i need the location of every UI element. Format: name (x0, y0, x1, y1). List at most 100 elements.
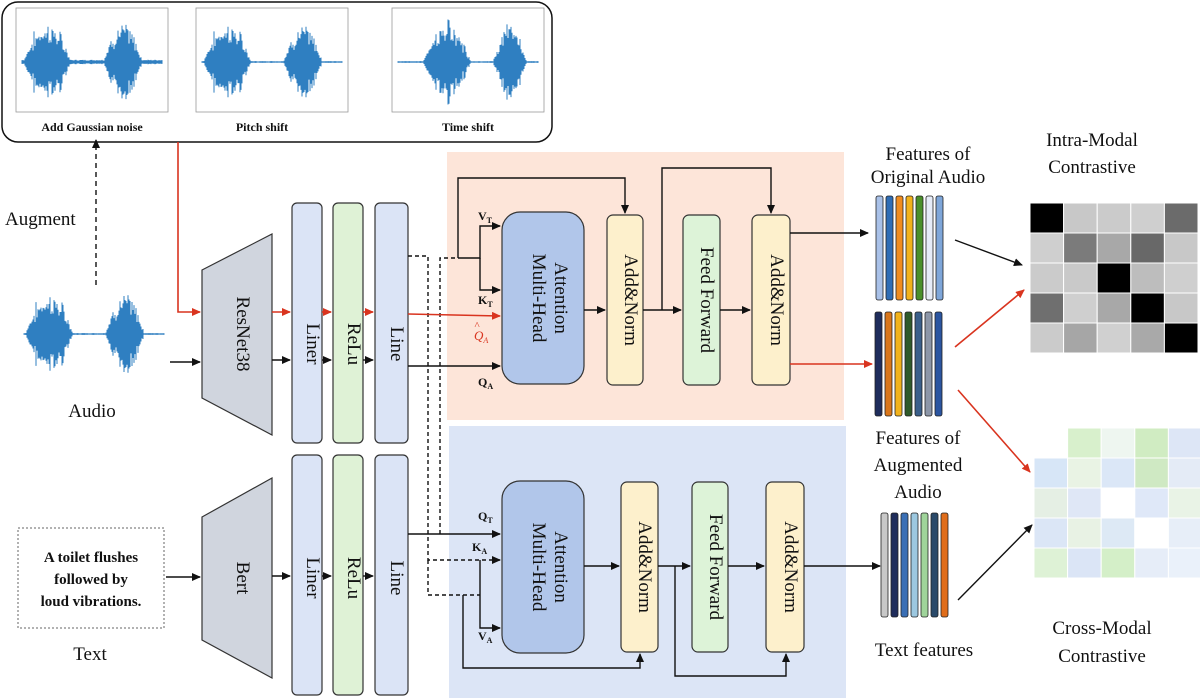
matrix-cell (1100, 427, 1136, 459)
text-relu-layer (332, 454, 364, 696)
qa-label: QA (478, 375, 493, 391)
feature-bar (900, 512, 909, 618)
matrix-cell (1033, 547, 1069, 579)
audio-addnorm-1 (606, 214, 644, 386)
feature-bar (875, 195, 884, 301)
waveform-pitch-shift (201, 26, 343, 98)
augmentation-panel: Add Gaussian noise Pitch shift Time shif… (1, 1, 553, 143)
matrix-cell (1063, 322, 1098, 354)
feature-bar (920, 512, 929, 618)
matrix-cell (1033, 457, 1069, 489)
text-features-label: Text features (875, 640, 973, 661)
matrix-cell (1029, 202, 1065, 234)
matrix-cell (1167, 457, 1200, 489)
audio-multihead-attention (501, 211, 585, 385)
matrix-cell (1100, 457, 1136, 489)
text-line-layer (374, 454, 409, 696)
feature-bar (880, 512, 889, 618)
text-attention-label-2: Attention (550, 531, 571, 603)
text-feature-bars (880, 512, 949, 618)
audio-attention-label-1: Multi-Head (528, 254, 549, 343)
augmented-features-label-2: Augmented (874, 455, 963, 476)
qa-hat-label: QA (474, 328, 488, 345)
matrix-cell (1067, 547, 1102, 579)
vt-label: VT (478, 209, 493, 225)
audio-addnorm-2-label: Add&Norm (766, 254, 787, 346)
label-pitch-shift: Pitch shift (236, 120, 288, 134)
matrix-cell (1100, 547, 1136, 579)
feature-bar (890, 512, 899, 618)
feature-bar (914, 311, 923, 417)
intra-modal-label-2: Contrastive (1048, 157, 1136, 178)
text-relu-label: ReLu (343, 557, 364, 600)
qa-hat-accent: ^ (475, 320, 481, 332)
matrix-cell (1096, 322, 1132, 354)
audio-liner-label: Liner (302, 323, 323, 365)
feature-bar (925, 195, 934, 301)
feature-bar (894, 311, 903, 417)
matrix-cell (1096, 232, 1132, 264)
matrix-cell (1029, 292, 1065, 324)
matrix-cell (1096, 202, 1132, 234)
audio-liner-layer (291, 202, 323, 444)
matrix-cell (1033, 487, 1069, 519)
text-input-line-3: loud vibrations. (41, 594, 142, 610)
audio-relu-label: ReLu (343, 323, 364, 366)
matrix-cell (1067, 457, 1102, 489)
text-feedforward (691, 481, 729, 653)
text-input-box: A toilet flushes followed by loud vibrat… (17, 527, 165, 629)
feature-bar (924, 311, 933, 417)
feature-bar (934, 311, 943, 417)
label-gaussian-noise: Add Gaussian noise (41, 120, 143, 134)
cross-modal-label-1: Cross-Modal (1052, 618, 1151, 639)
text-addnorm-1 (620, 481, 659, 653)
audio-feedforward (682, 214, 721, 386)
audio-addnorm-2 (751, 214, 791, 386)
matrix-cell (1163, 322, 1199, 354)
feature-bar (915, 195, 924, 301)
text-liner-label: Liner (302, 557, 323, 599)
text-label: Text (73, 644, 107, 665)
qt-label: QT (478, 509, 493, 525)
label-time-shift: Time shift (442, 120, 494, 134)
matrix-cell (1134, 427, 1169, 459)
matrix-cell (1029, 322, 1065, 354)
intra-modal-label-1: Intra-Modal (1046, 130, 1138, 151)
matrix-cell (1134, 487, 1169, 519)
original-features-label-1: Features of (886, 144, 972, 165)
matrix-cell (1063, 202, 1098, 234)
text-addnorm-2 (765, 481, 805, 653)
audio-addnorm-1-label: Add&Norm (620, 254, 641, 346)
feature-bar (935, 195, 944, 301)
text-input-line-1: A toilet flushes (44, 550, 138, 566)
ka-label: KA (472, 540, 487, 556)
connection-lines (92, 139, 1033, 677)
matrix-cell (1033, 517, 1069, 549)
matrix-cell (1063, 262, 1098, 294)
text-liner-layer (291, 454, 323, 696)
matrix-cell (1134, 457, 1169, 489)
original-features-label-2: Original Audio (871, 167, 986, 188)
feature-bar (884, 311, 893, 417)
augmented-features-label-1: Features of (876, 428, 962, 449)
matrix-cell (1130, 202, 1165, 234)
matrix-cell (1033, 427, 1069, 459)
matrix-cell (1100, 517, 1136, 549)
bert-encoder (201, 476, 273, 680)
matrix-cell (1063, 292, 1098, 324)
matrix-cell (1067, 487, 1102, 519)
original-audio-feature-bars (875, 195, 944, 301)
feature-bar (940, 512, 949, 618)
matrix-cell (1067, 517, 1102, 549)
text-input-line-2: followed by (54, 572, 128, 588)
waveform-gaussian-noise (21, 24, 163, 100)
text-line-label: Line (386, 561, 407, 596)
feature-bar (910, 512, 919, 618)
bert-label: Bert (232, 562, 253, 595)
waveform-time-shift (397, 19, 539, 105)
intra-modal-similarity-matrix (1029, 202, 1199, 354)
kt-label: KT (478, 293, 493, 309)
matrix-cell (1029, 232, 1065, 264)
matrix-cell (1130, 292, 1165, 324)
